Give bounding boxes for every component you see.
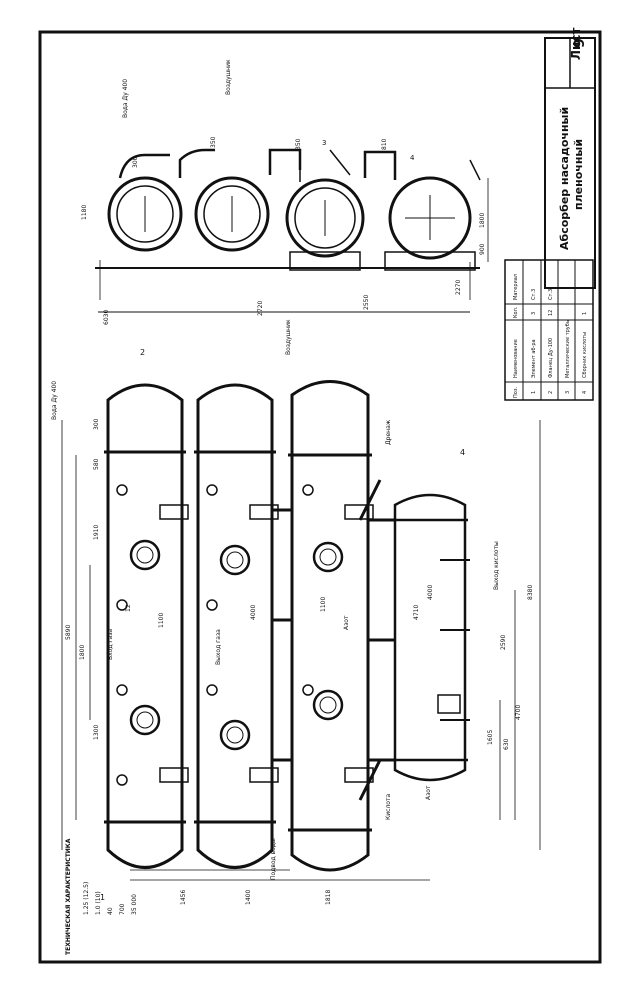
pipe-label: Воздушник: [285, 319, 292, 355]
frame: [38, 30, 602, 964]
pipe-label: Дренаж: [385, 419, 392, 445]
spec-row-name: Фланец Ду-100: [548, 338, 554, 378]
tech-value: 1.25 (12.5): [83, 882, 90, 915]
drawing-subtitle: пленочный: [572, 139, 585, 210]
callout: 4: [410, 154, 415, 162]
dim-label: 4700: [515, 705, 522, 720]
spec-row-pos: 1: [531, 391, 537, 394]
spec-row-name: Элемент аб-ра: [531, 339, 537, 378]
dim-label: 300: [93, 418, 100, 430]
vessel-section-2: [194, 176, 270, 252]
pipe-label: Азот: [425, 785, 432, 800]
dim-label: 2270: [455, 280, 462, 295]
callout: 4: [460, 448, 465, 457]
sheet-label: Лист: [569, 28, 583, 60]
pipe-label: Выход кислоты: [493, 541, 500, 590]
pipe-label: Выход газа: [215, 629, 222, 665]
spec-row-name: Сборник кислоты: [582, 332, 588, 378]
sheet-number: 9: [572, 38, 588, 48]
dim-label: 6030: [103, 310, 110, 325]
dim-label: 300: [132, 156, 139, 168]
dim-label: 4000: [427, 585, 434, 600]
spec-header-name: Наименование: [513, 339, 519, 378]
dim-label: 5890: [65, 625, 72, 640]
dim-label: 1910: [93, 525, 100, 540]
dim-label: 1100: [158, 613, 165, 628]
drawing-title: Абсорбер насадочный: [558, 107, 571, 250]
vessel-body-2: [196, 383, 274, 869]
dim-label: 1800: [479, 213, 486, 228]
dim-label: 1300: [93, 725, 100, 740]
spec-header-pos: Поз.: [513, 387, 519, 398]
dim-label: 12: [125, 604, 132, 612]
dim-label: 4000: [250, 605, 257, 620]
pipe-label: Вода Ду 400: [122, 79, 129, 118]
plan-labels: Вода Ду 400 5890 1800 1910 1300 580 300 …: [51, 319, 534, 905]
pipe-label: Вода Ду 400: [51, 381, 58, 420]
dim-label: 350: [210, 136, 217, 148]
callout: 3: [322, 139, 326, 147]
dim-label: 900: [479, 243, 486, 255]
tech-characteristics: ТЕХНИЧЕСКАЯ ХАРАКТЕРИСТИКА 1.25 (12.5) 1…: [65, 838, 138, 955]
spec-row-mat: Ст.3: [548, 289, 554, 300]
dim-label: 630: [503, 738, 510, 750]
tech-value: 700: [119, 903, 126, 915]
callout: 1: [100, 893, 105, 902]
dim-label: 1456: [180, 890, 187, 905]
spec-row-qty: 3: [531, 312, 537, 315]
end-elevation-view: [95, 148, 489, 313]
dim-label: 1400: [245, 890, 252, 905]
dim-label: 2550: [363, 295, 370, 310]
vessel-section-3: [285, 178, 365, 258]
pipe-label: Кислота: [385, 794, 392, 820]
elevation-dims: 350 300 350 810 1800 900 2270 2550 2720 …: [81, 59, 486, 325]
dim-label: 1100: [320, 597, 327, 612]
spec-row-pos: 4: [582, 391, 588, 394]
spec-header-qty: Кол.: [513, 306, 519, 318]
spec-row-qty: 12: [548, 310, 554, 316]
dim-label: 810: [381, 138, 388, 150]
dim-label: 1180: [81, 205, 88, 220]
pipe-label: Подвод воды: [270, 838, 277, 880]
tech-value: 1.0 (10): [95, 891, 102, 915]
vessel-section-4: [388, 176, 472, 260]
vessel-section-1: [107, 176, 183, 252]
dim-label: 1818: [325, 890, 332, 905]
tech-value: 40: [107, 907, 114, 915]
dim-label: 8380: [527, 585, 534, 600]
dim-label: 1800: [79, 645, 86, 660]
spec-row-pos: 2: [548, 391, 554, 394]
spec-row-name: Металлические трубы: [565, 319, 571, 378]
pipe-label: Воздушник: [225, 59, 232, 95]
spec-header-mat: Материал: [513, 274, 519, 300]
dim-label: 2720: [257, 301, 264, 316]
spec-row-pos: 3: [565, 391, 571, 394]
acid-collector: [393, 493, 467, 782]
tech-heading: ТЕХНИЧЕСКАЯ ХАРАКТЕРИСТИКА: [65, 838, 72, 955]
dim-label: 2590: [500, 635, 507, 650]
spec-row-mat: Ст.3: [531, 289, 537, 300]
title-block: Лист 9 Абсорбер насадочный пленочный: [544, 28, 596, 289]
dim-label: 580: [93, 458, 100, 470]
spec-table: Поз. Наименование Кол. Материал 1 Элемен…: [504, 259, 594, 401]
tech-value: 35 000: [131, 894, 138, 915]
dim-label: 4710: [413, 605, 420, 620]
vessel-body-3: [290, 380, 370, 872]
pipe-label: Азот: [343, 615, 350, 630]
vessel-body-1: [106, 383, 184, 869]
dim-label: 1605: [487, 730, 494, 745]
dim-label: 350: [295, 138, 302, 150]
plan-view: [61, 380, 541, 881]
pipe-label: Вход газа: [107, 629, 114, 660]
spec-row-qty: 1: [582, 312, 588, 315]
callout: 2: [140, 348, 145, 357]
